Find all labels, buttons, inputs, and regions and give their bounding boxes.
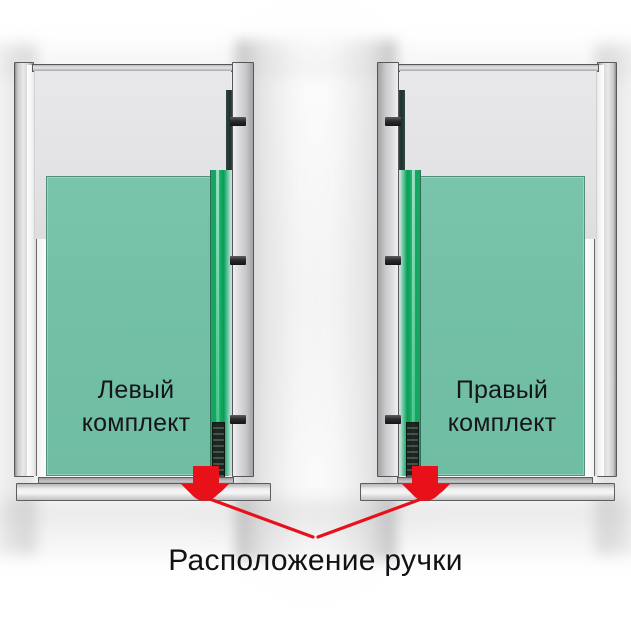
slide-rail-green [210, 170, 233, 476]
rail-bracket-tab-middle [385, 256, 401, 265]
inner-dark-post-upper [226, 90, 233, 176]
outer-rail-inner-face [27, 65, 37, 476]
outer-side-rail [14, 62, 37, 477]
outer-side-rail [594, 62, 617, 477]
rail-bracket-tab-middle [230, 256, 246, 265]
slide-rail-highlight [216, 170, 219, 476]
rail-bracket-tab-top [385, 117, 401, 126]
drawer-front-panel [46, 176, 226, 476]
cabinet-geometry-left [14, 62, 284, 504]
rail-bracket-tab-bottom [230, 415, 246, 424]
cabinet-label-right: Правый комплект [447, 376, 557, 437]
rail-bracket-tab-top [230, 117, 246, 126]
rail-bracket-tab-bottom [385, 415, 401, 424]
base-plinth-plate [16, 483, 271, 501]
cabinet-label-left: Левый комплект [81, 376, 191, 437]
inner-side-rail [232, 62, 254, 477]
base-plinth-plate [360, 483, 615, 501]
cabinet-unit-left [14, 62, 284, 504]
figure-caption: Расположение ручки [168, 544, 463, 577]
inner-dark-post-upper [398, 90, 405, 176]
